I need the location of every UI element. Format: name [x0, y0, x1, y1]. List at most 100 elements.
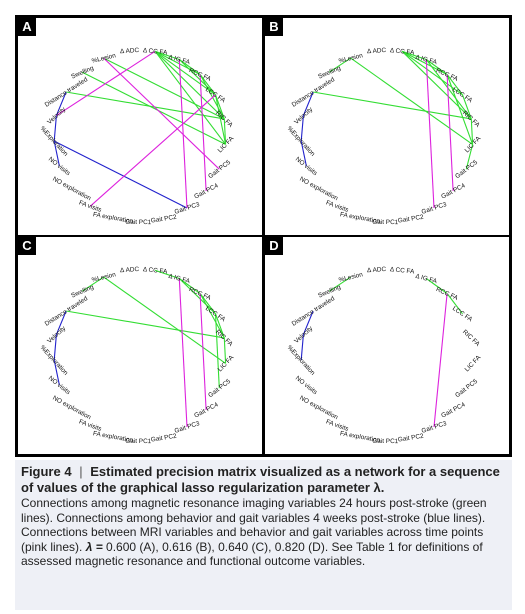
- node-label: NO exploration: [51, 176, 92, 203]
- panel-letter: D: [265, 237, 283, 255]
- node-label: Δ CC FA: [143, 266, 169, 275]
- network-edge: [178, 59, 188, 209]
- node-label: Gait PC3: [174, 420, 201, 435]
- node-label: %Exploration: [39, 125, 70, 158]
- caption-separator: |: [79, 464, 83, 479]
- network-edge: [199, 293, 207, 411]
- node-label: Gait PC3: [421, 201, 448, 216]
- network-edge: [154, 50, 227, 145]
- network-edge: [66, 91, 225, 120]
- network-edge: [103, 57, 220, 170]
- network-edge: [199, 74, 216, 96]
- network-edge: [154, 269, 180, 280]
- node-label: LIC FA: [464, 354, 483, 374]
- lambda-symbol: λ =: [85, 539, 107, 554]
- node-label: LIC FA: [464, 135, 483, 155]
- network-edge: [300, 334, 304, 361]
- network-edge: [53, 115, 57, 142]
- network-edge: [401, 50, 427, 61]
- node-label: Gait PC5: [207, 378, 232, 399]
- node-label: FA visits: [325, 418, 349, 432]
- node-label: Δ ADC: [367, 47, 387, 55]
- node-label: Δ ADC: [367, 266, 387, 274]
- network-edge: [103, 276, 226, 364]
- network-edge: [82, 71, 226, 145]
- network-edge: [300, 115, 304, 142]
- node-label: Velocity: [293, 105, 315, 125]
- network-edge: [223, 337, 227, 364]
- node-label: Δ ADC: [120, 266, 140, 274]
- network-edge: [302, 91, 314, 116]
- network-edge: [214, 313, 225, 339]
- node-label: Distance traveled: [291, 76, 337, 109]
- node-label: Δ IG FA: [415, 273, 439, 286]
- node-label: Gait PC4: [193, 401, 220, 419]
- figure-label: Figure 4: [21, 464, 72, 479]
- network-edge: [350, 57, 473, 145]
- node-label: RCC FA: [435, 286, 460, 302]
- network-edge: [178, 278, 188, 428]
- network-edge: [214, 94, 225, 120]
- node-label: Gait PC2: [150, 214, 177, 225]
- network-edge: [446, 293, 463, 315]
- node-label: Gait PC2: [150, 433, 177, 444]
- node-label: FA visits: [78, 418, 102, 432]
- node-label: %Lesion: [338, 52, 364, 65]
- node-label: %Lesion: [338, 271, 364, 284]
- network-edge: [53, 334, 57, 361]
- network-edge: [300, 140, 307, 167]
- node-label: NO exploration: [298, 176, 339, 203]
- node-label: %Exploration: [286, 344, 317, 377]
- node-label: Δ CC FA: [390, 47, 416, 56]
- network-edge: [154, 50, 225, 120]
- network-edge: [470, 118, 474, 145]
- panel-letter: C: [18, 237, 36, 255]
- node-label: Gait PC2: [397, 433, 424, 444]
- node-label: %Lesion: [91, 271, 117, 284]
- node-label: LCC FA: [451, 305, 474, 324]
- network-edge: [446, 74, 463, 96]
- caption-body: Connections among magnetic resonance ima…: [21, 496, 506, 569]
- node-label: Distance traveled: [44, 76, 90, 109]
- node-label: RIC FA: [461, 329, 481, 349]
- caption-title: Figure 4 | Estimated precision matrix vi…: [21, 464, 506, 495]
- figure-caption: Figure 4 | Estimated precision matrix vi…: [15, 460, 512, 610]
- network-edge: [223, 118, 227, 145]
- network-edge: [446, 74, 474, 145]
- network-edge: [178, 59, 201, 75]
- network-edge: [154, 50, 216, 96]
- node-label: Gait PC1: [372, 438, 398, 445]
- node-label: Gait PC4: [440, 182, 467, 200]
- node-label: Gait PC5: [207, 159, 232, 180]
- network-edge: [53, 140, 60, 167]
- network-edge: [81, 276, 105, 292]
- node-label: Gait PC5: [454, 378, 479, 399]
- network-edge: [55, 310, 67, 335]
- node-label: Δ CC FA: [390, 266, 416, 275]
- node-label: Velocity: [46, 324, 68, 344]
- network-edge: [425, 59, 448, 75]
- network-edge: [178, 278, 201, 294]
- network-edge: [66, 310, 225, 339]
- network-edge: [53, 140, 188, 209]
- network-edge: [199, 74, 207, 192]
- network-edge: [328, 57, 352, 73]
- network-edge: [178, 278, 216, 315]
- network-edge: [53, 359, 60, 386]
- node-label: Gait PC5: [454, 159, 479, 180]
- network-edge: [56, 50, 156, 117]
- node-label: Velocity: [293, 324, 315, 344]
- node-label: FA visits: [78, 199, 102, 213]
- network-edge: [401, 50, 448, 75]
- network-edge: [214, 94, 227, 145]
- network-edge: [461, 94, 472, 120]
- node-label: NO exploration: [298, 395, 339, 422]
- node-label: Gait PC1: [372, 219, 398, 226]
- node-label: LIC FA: [217, 354, 236, 374]
- network-edge: [425, 59, 472, 120]
